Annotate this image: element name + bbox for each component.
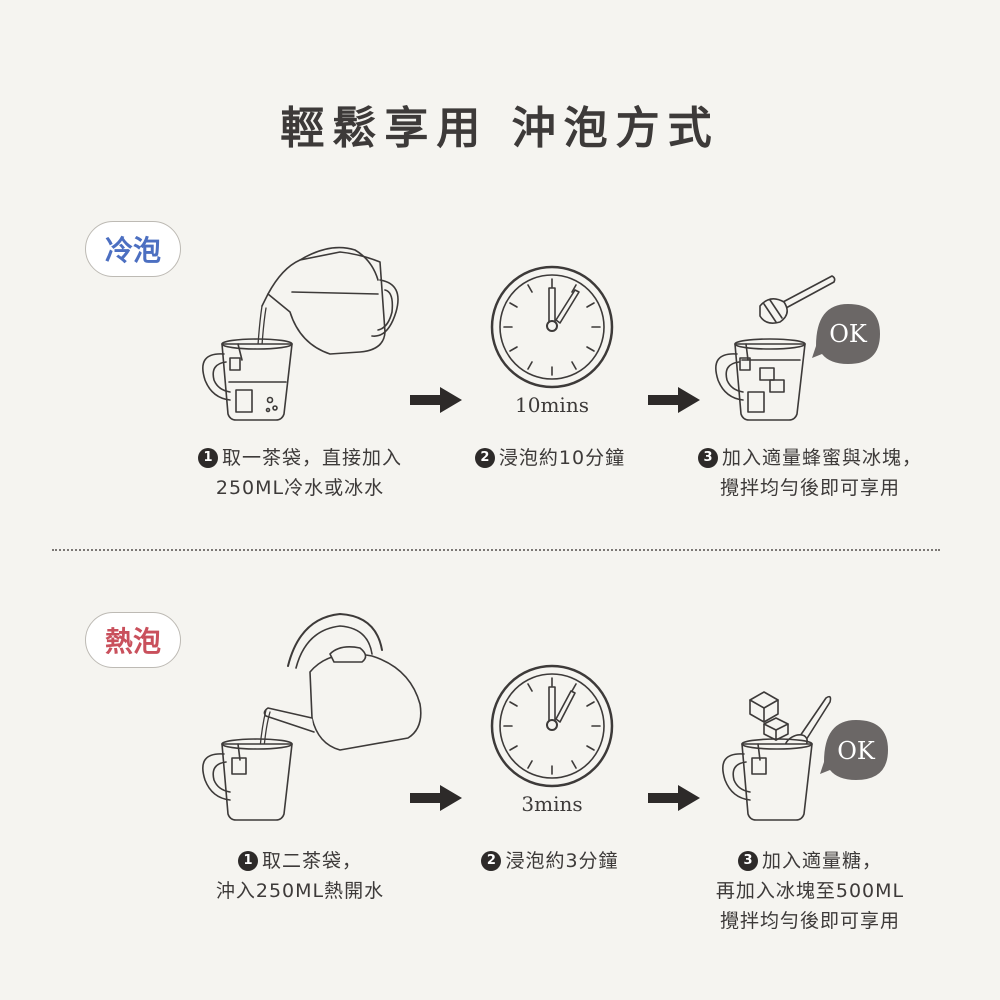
clock-icon [490, 265, 614, 389]
mug-icon [722, 738, 813, 821]
kettle-icon [263, 613, 422, 751]
timer-label: 10mins [515, 393, 589, 417]
arrow-right-icon [648, 785, 700, 811]
arrow-right-icon [648, 387, 700, 413]
ok-label: OK [837, 737, 875, 765]
mug-icon [202, 338, 293, 421]
arrow-right-icon [410, 387, 462, 413]
ok-bubble-icon [820, 720, 888, 780]
step-number-1: 1 [197, 448, 218, 468]
cold-brew-illustration [0, 232, 1000, 472]
step-number-3: 3 [697, 448, 718, 468]
arrow-right-icon [410, 785, 462, 811]
timer-label: 3mins [521, 792, 583, 816]
section-divider [52, 549, 940, 551]
step-number-3: 3 [737, 851, 758, 871]
ok-label: OK [829, 320, 867, 348]
clock-icon [490, 664, 614, 788]
step-number-2: 2 [481, 851, 502, 871]
ok-bubble-icon [812, 304, 880, 364]
step-number-2: 2 [474, 448, 495, 468]
cold-brew-badge: 冷泡 [85, 221, 181, 277]
step-number-1: 1 [237, 851, 258, 871]
honey-dipper-icon [759, 275, 836, 324]
mug-icon [202, 738, 293, 821]
pitcher-icon [261, 246, 399, 355]
ice-cube-icon [749, 691, 789, 741]
mug-icon [715, 338, 806, 421]
hot-brew-badge: 熱泡 [85, 612, 181, 668]
hot-brew-illustration [0, 600, 1000, 840]
page-title: 輕鬆享用 沖泡方式 [280, 103, 720, 154]
